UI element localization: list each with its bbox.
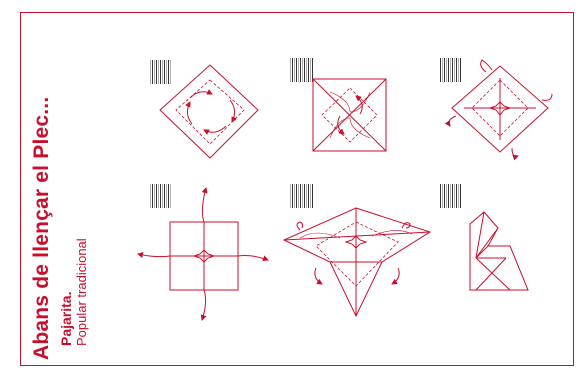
step-4-label: [150, 184, 172, 208]
step-5-label: [290, 184, 314, 208]
step-2-label: [290, 58, 314, 82]
step-3-label: [440, 58, 462, 82]
step-5-diagram: [284, 184, 430, 316]
step-2-diagram: [290, 58, 386, 151]
step-6-label: [440, 184, 462, 208]
step-3-diagram: [440, 58, 552, 156]
step-1-diagram: [150, 60, 258, 158]
step-4-diagram: [138, 184, 268, 320]
step-6-diagram: [440, 184, 528, 290]
step-1-label: [150, 60, 172, 84]
